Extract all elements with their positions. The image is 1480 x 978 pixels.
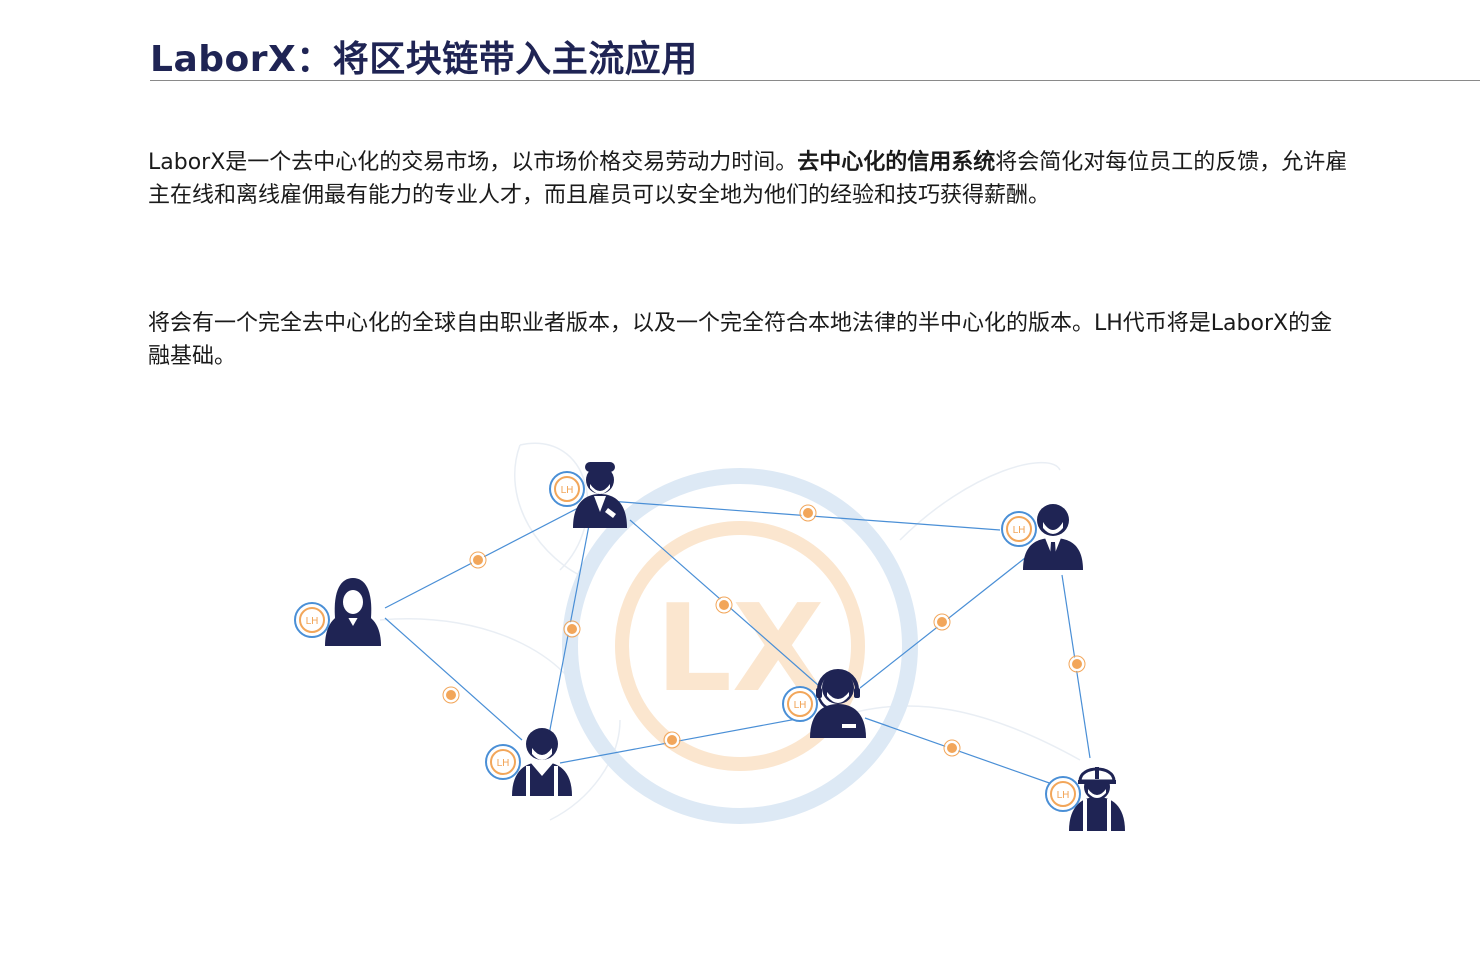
link-dot xyxy=(717,598,731,612)
lh-badge: LH xyxy=(294,602,330,638)
lh-badge: LH xyxy=(1001,511,1037,547)
intro-bold-term: 去中心化的信用系统 xyxy=(797,150,996,175)
intro-tail: 将会简化对每位员工的反馈，允许雇主在线和离线雇佣最有能力的专业人才，而且雇员可以… xyxy=(148,150,1348,208)
lh-badge: LH xyxy=(1045,776,1081,812)
svg-text:LH: LH xyxy=(793,700,806,711)
businessman-icon xyxy=(1023,504,1083,570)
page-title: LaborX：将区块链带入主流应用 xyxy=(150,39,698,80)
link-dot xyxy=(801,506,815,520)
hardhat-builder-icon xyxy=(1069,767,1125,831)
svg-text:LH: LH xyxy=(496,758,509,769)
worker-icon xyxy=(512,728,572,796)
woman-icon xyxy=(325,578,381,646)
link-dot xyxy=(444,688,458,702)
versions-paragraph: 将会有一个完全去中心化的全球自由职业者版本，以及一个完全符合本地法律的半中心化的… xyxy=(148,311,1333,369)
lh-badge: LH xyxy=(782,686,818,722)
link-dot xyxy=(565,622,579,636)
intro-paragraph: LaborX是一个去中心化的交易市场，以市场价格交易劳动力时间。去中心化的信用系… xyxy=(148,146,1348,212)
link-dot xyxy=(935,615,949,629)
link-dot xyxy=(945,741,959,755)
headset-agent-icon xyxy=(810,669,866,738)
lh-badge: LH xyxy=(485,744,521,780)
link-dot xyxy=(471,553,485,567)
network-illustration: LX xyxy=(290,440,1150,860)
svg-text:LH: LH xyxy=(1012,525,1025,536)
link-dot xyxy=(1070,657,1084,671)
mechanic-icon xyxy=(573,462,627,528)
lh-badge-label: LH xyxy=(560,485,573,496)
intro-lead: LaborX是一个去中心化的交易市场，以市场价格交易劳动力时间。 xyxy=(148,150,798,175)
link-dots xyxy=(444,506,1084,755)
svg-text:LH: LH xyxy=(305,616,318,627)
lh-badge: LH xyxy=(549,471,585,507)
link-dot xyxy=(665,733,679,747)
svg-text:LH: LH xyxy=(1056,790,1069,801)
title-divider xyxy=(150,80,1480,81)
